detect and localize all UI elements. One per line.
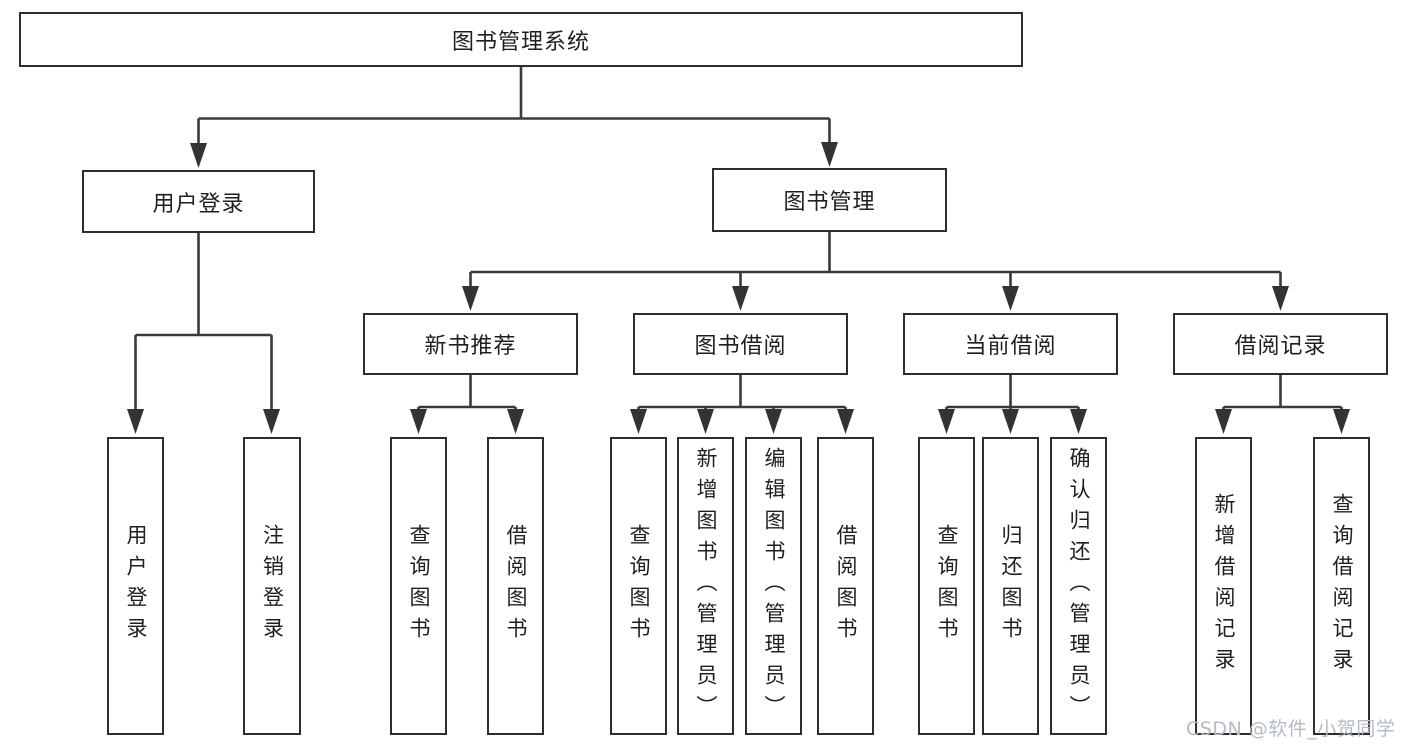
leaf-borrow-books-recommend: 借阅图书 (487, 437, 544, 735)
node-library-management-system: 图书管理系统 (19, 12, 1023, 67)
leaf-borrow-books: 借阅图书 (817, 437, 874, 735)
leaf-add-borrow-record: 新增借阅记录 (1195, 437, 1252, 735)
node-new-book-recommendation: 新书推荐 (363, 313, 578, 375)
leaf-confirm-return-admin: 确认归还（管理员） (1050, 437, 1107, 735)
node-user-login: 用户登录 (82, 170, 315, 233)
leaf-query-books-borrowing: 查询图书 (610, 437, 667, 735)
leaf-query-books-recommend: 查询图书 (390, 437, 447, 735)
leaf-add-book-admin: 新增图书（管理员） (677, 437, 734, 735)
leaf-return-books: 归还图书 (982, 437, 1039, 735)
leaf-query-books-current: 查询图书 (918, 437, 975, 735)
node-book-borrowing: 图书借阅 (633, 313, 848, 375)
leaf-user-login: 用户登录 (107, 437, 164, 735)
leaf-query-borrow-record: 查询借阅记录 (1313, 437, 1370, 735)
csdn-watermark: CSDN @软件_小贺同学 (1186, 718, 1396, 740)
leaf-logout: 注销登录 (243, 437, 301, 735)
node-current-borrowing: 当前借阅 (903, 313, 1118, 375)
leaf-edit-book-admin: 编辑图书（管理员） (745, 437, 802, 735)
node-book-management: 图书管理 (712, 168, 947, 232)
node-borrowing-records: 借阅记录 (1173, 313, 1388, 375)
